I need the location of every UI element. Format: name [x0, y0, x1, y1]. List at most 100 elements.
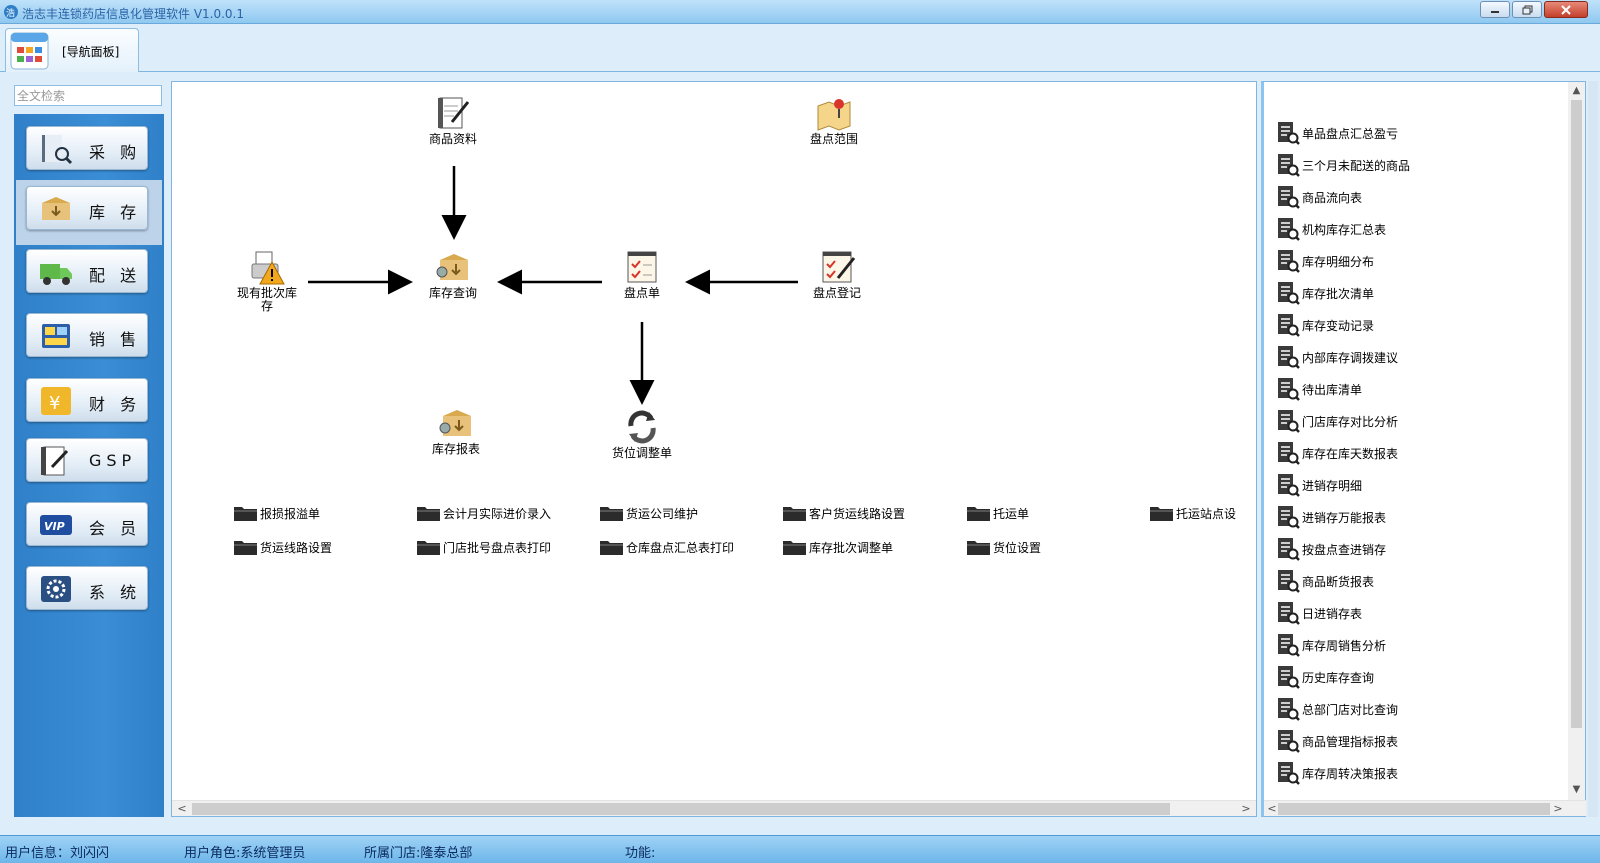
sidebar-item-delivery[interactable]: 配 送 — [26, 249, 148, 293]
sidebar-item-member[interactable]: VIP 会 员 — [26, 502, 148, 546]
folder-item[interactable]: 货运公司维护 — [599, 504, 698, 522]
checklist-icon — [627, 251, 657, 283]
tab-strip: [导航面板] — [0, 25, 1600, 72]
report-list-item[interactable]: 进销存万能报表 — [1276, 503, 1386, 531]
sidebar-item-finance[interactable]: ¥ 财 务 — [26, 378, 148, 422]
module-sidebar: 采 购 库 存 配 送 销 售 ¥ 财 务 GSP VIP 会 员 系 统 — [14, 114, 164, 817]
vertical-scrollbar[interactable]: ▲ ▼ — [1568, 82, 1585, 802]
folder-icon — [417, 541, 440, 555]
scroll-right-icon[interactable]: > — [1553, 802, 1563, 815]
status-store: 所属门店:隆泰总部 — [364, 846, 473, 861]
report-document-icon — [1278, 474, 1300, 497]
report-document-icon — [1278, 186, 1300, 209]
flow-node-label: 库存查询 — [428, 286, 477, 300]
flow-node-count-scope[interactable]: 盘点范围 — [789, 94, 879, 146]
checklist-pen-icon — [822, 251, 856, 283]
window-scrollbar[interactable] — [1588, 81, 1598, 817]
sidebar-item-system[interactable]: 系 统 — [26, 566, 148, 610]
folder-item[interactable]: 货位设置 — [966, 538, 1041, 556]
scroll-up-icon[interactable]: ▲ — [1572, 85, 1581, 96]
sidebar-item-label: 配 送 — [89, 266, 142, 285]
purchase-book-icon — [42, 135, 73, 165]
report-document-icon — [1278, 314, 1300, 337]
report-document-icon — [1278, 666, 1300, 689]
delivery-truck-icon — [40, 264, 72, 285]
folder-item[interactable]: 托运站点设 — [1149, 504, 1236, 522]
scroll-left-icon[interactable]: < — [177, 802, 187, 815]
report-list-item[interactable]: 日进销存表 — [1276, 599, 1362, 627]
report-list-item[interactable]: 商品管理指标报表 — [1276, 727, 1398, 755]
flow-node-location-adjust[interactable]: 货位调整单 — [597, 408, 687, 460]
folder-item[interactable]: 托运单 — [966, 504, 1029, 522]
report-list-item[interactable]: 库存批次清单 — [1276, 279, 1374, 307]
report-list-item[interactable]: 库存周销售分析 — [1276, 631, 1386, 659]
folder-item[interactable]: 门店批号盘点表打印 — [416, 538, 551, 556]
report-list-item[interactable]: 三个月未配送的商品 — [1276, 151, 1410, 179]
scroll-left-icon[interactable]: < — [1267, 802, 1277, 815]
flow-node-count-sheet[interactable]: 盘点单 — [597, 248, 687, 300]
search-input[interactable] — [14, 85, 162, 106]
sidebar-item-purchase[interactable]: 采 购 — [26, 126, 148, 170]
sidebar-item-label: 财 务 — [89, 395, 142, 414]
report-list-item[interactable]: 按盘点查进销存 — [1276, 535, 1386, 563]
report-list: 单品盘点汇总盈亏三个月未配送的商品商品流向表机构库存汇总表库存明细分布库存批次清… — [1276, 119, 1556, 794]
report-list-item[interactable]: 商品断货报表 — [1276, 567, 1374, 595]
report-list-item[interactable]: 历史库存查询 — [1276, 663, 1374, 691]
report-document-icon — [1278, 538, 1300, 561]
horizontal-scrollbar[interactable]: < > — [172, 800, 1256, 816]
flow-node-current-batch[interactable]: 现有批次库存 — [222, 248, 312, 313]
window-title: 浩志丰连锁药店信息化管理软件 V1.0.0.1 — [22, 7, 245, 21]
flow-node-label: 现有批次库存 — [236, 286, 297, 313]
notebook-pen-icon — [438, 97, 470, 129]
report-document-icon — [1278, 378, 1300, 401]
sales-register-icon — [42, 324, 70, 348]
report-list-item[interactable]: 待出库清单 — [1276, 375, 1362, 403]
report-list-item[interactable]: 门店库存对比分析 — [1276, 407, 1398, 435]
report-list-item[interactable]: 库存变动记录 — [1276, 311, 1374, 339]
flow-node-stock-query[interactable]: 库存查询 — [408, 248, 498, 300]
tab-navigation-panel[interactable]: [导航面板] — [5, 28, 139, 72]
folder-item[interactable]: 客户货运线路设置 — [782, 504, 905, 522]
inventory-box-icon — [439, 410, 471, 436]
folder-item[interactable]: 库存批次调整单 — [782, 538, 893, 556]
report-document-icon — [1278, 506, 1300, 529]
folder-item[interactable]: 会计月实际进价录入 — [416, 504, 551, 522]
scrollbar-thumb[interactable] — [192, 803, 1170, 815]
report-list-item[interactable]: 内部库存调拨建议 — [1276, 343, 1398, 371]
report-document-icon — [1278, 250, 1300, 273]
flow-node-label: 盘点登记 — [812, 286, 861, 300]
flow-node-product-info[interactable]: 商品资料 — [408, 94, 498, 146]
report-document-icon — [1278, 282, 1300, 305]
report-list-item[interactable]: 商品流向表 — [1276, 183, 1362, 211]
flow-arrows — [308, 166, 798, 405]
close-button[interactable] — [1544, 1, 1588, 18]
folder-item[interactable]: 仓库盘点汇总表打印 — [599, 538, 734, 556]
flow-node-stock-report[interactable]: 库存报表 — [411, 404, 501, 456]
folder-icon — [600, 541, 623, 555]
scroll-down-icon[interactable]: ▼ — [1572, 784, 1581, 795]
scroll-right-icon[interactable]: > — [1241, 802, 1251, 815]
sidebar-item-sales[interactable]: 销 售 — [26, 313, 148, 357]
report-list-item[interactable]: 进销存明细 — [1276, 471, 1362, 499]
scrollbar-thumb[interactable] — [1278, 803, 1550, 815]
sidebar-item-inventory[interactable]: 库 存 — [26, 186, 148, 230]
sidebar-item-label: 库 存 — [89, 203, 142, 222]
report-list-item[interactable]: 库存明细分布 — [1276, 247, 1374, 275]
flow-node-label: 盘点单 — [623, 286, 660, 300]
flow-node-count-register[interactable]: 盘点登记 — [792, 248, 882, 300]
folder-item[interactable]: 货运线路设置 — [233, 538, 332, 556]
report-list-item[interactable]: 单品盘点汇总盈亏 — [1276, 119, 1398, 147]
folder-item[interactable]: 报损报溢单 — [233, 504, 320, 522]
report-document-icon — [1278, 442, 1300, 465]
minimize-button[interactable] — [1480, 1, 1510, 18]
scrollbar-thumb[interactable] — [1571, 100, 1582, 728]
horizontal-scrollbar[interactable]: < > — [1264, 800, 1586, 816]
report-list-item[interactable]: 机构库存汇总表 — [1276, 215, 1386, 243]
flow-node-label: 盘点范围 — [809, 132, 858, 146]
report-list-item[interactable]: 总部门店对比查询 — [1276, 695, 1398, 723]
report-list-item[interactable]: 库存在库天数报表 — [1276, 439, 1398, 467]
sidebar-item-gsp[interactable]: GSP — [26, 438, 148, 482]
gsp-notebook-icon — [41, 446, 69, 476]
report-list-item[interactable]: 库存周转决策报表 — [1276, 759, 1398, 787]
restore-button[interactable] — [1512, 1, 1542, 18]
